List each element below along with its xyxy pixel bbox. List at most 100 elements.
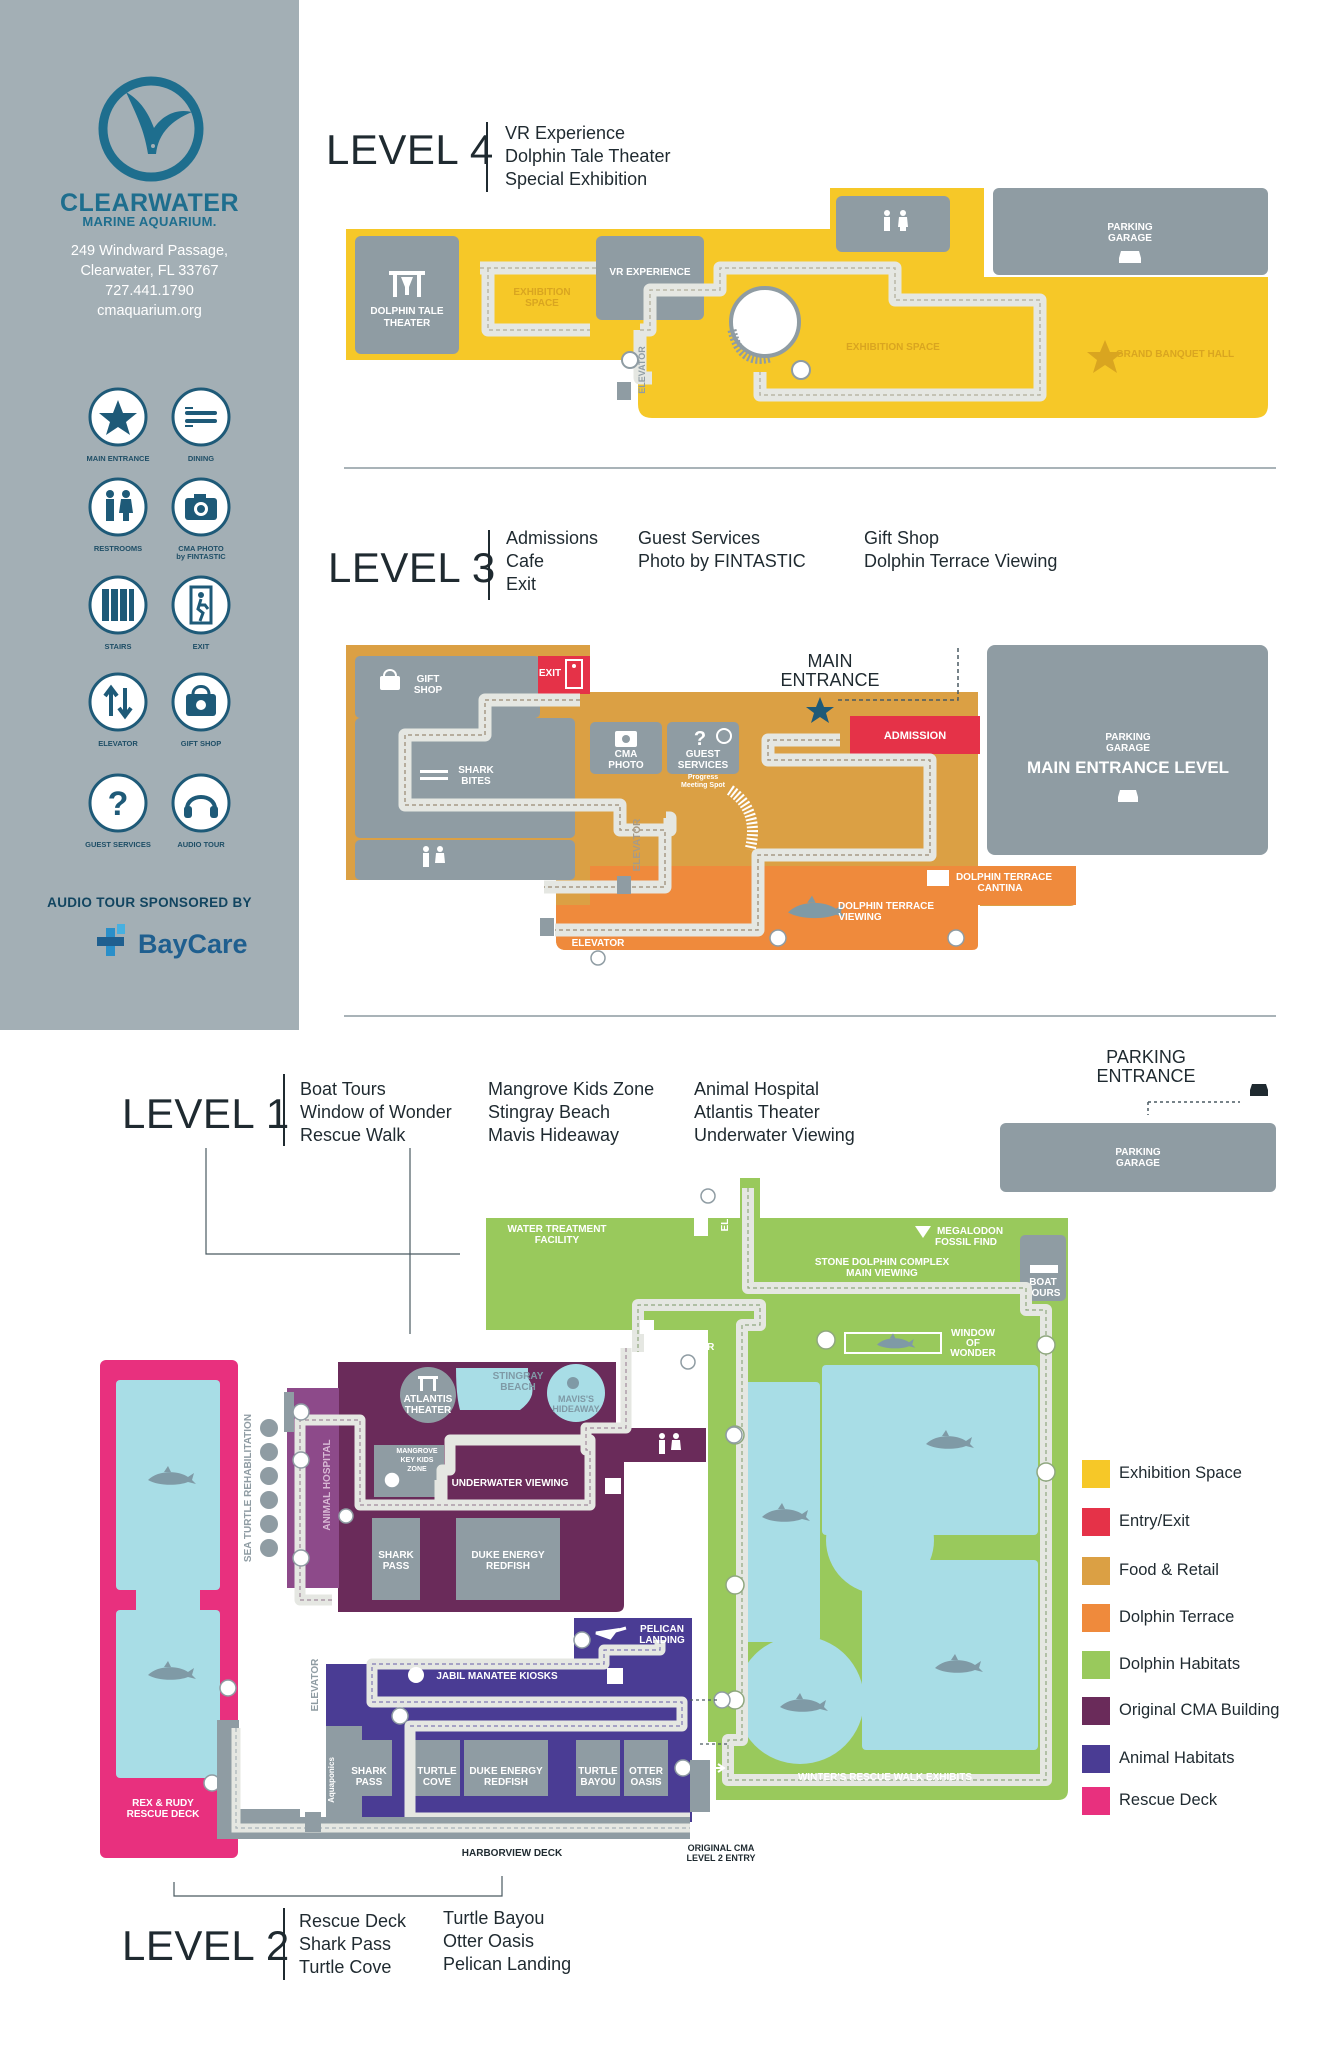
l1-mangrove-label-1: MANGROVE [396, 1448, 438, 1455]
key-label-exhibition: Exhibition Space [1119, 1464, 1242, 1482]
duke-energy-redfish[interactable] [464, 1740, 548, 1796]
l3-parking-label-2: GARAGE [1106, 743, 1150, 754]
admission-desk[interactable] [850, 716, 980, 754]
l2-jabil-label: JABIL MANATEE KIOSKS [436, 1671, 558, 1682]
l3-audio-icon [716, 728, 732, 744]
l1-mavis-label-1: MAVIS'S [558, 1394, 594, 1404]
l3-meeting-label-2: Meeting Spot [681, 782, 726, 789]
l4-banquet-star-icon [1087, 340, 1123, 373]
restroom-icon [88, 477, 148, 537]
main-entrance-level-garage[interactable] [987, 645, 1268, 855]
address-street: 249 Windward Passage, [70, 243, 229, 259]
l3-dining-icon [420, 770, 448, 780]
sponsor-name: BayCare [138, 929, 248, 959]
mavis-hideaway[interactable] [547, 1364, 605, 1422]
turtle-cove[interactable] [414, 1740, 460, 1796]
main-entrance-star-icon [806, 697, 834, 723]
gift-shop-icon [171, 672, 231, 732]
megalodon-icon [915, 1226, 931, 1238]
l1-duke-upper-label-2: REDFISH [486, 1561, 530, 1572]
stingray-beach[interactable] [456, 1368, 533, 1410]
l4-exhibition-right-label: EXHIBITION SPACE [846, 342, 940, 353]
level-3-separator [488, 530, 490, 600]
atlantis-theater[interactable] [400, 1367, 456, 1423]
l1-megalodon-label-2: FOSSIL FIND [935, 1237, 997, 1248]
l2-aquaponics-label: Aquaponics [327, 1757, 336, 1803]
vr-experience-room[interactable] [596, 236, 704, 320]
address-website[interactable]: cmaquarium.org [97, 303, 202, 319]
pelican-icon [595, 1626, 627, 1640]
l1-window-label-3: WONDER [950, 1348, 996, 1359]
l1-parking-label-2: GARAGE [1116, 1158, 1160, 1169]
parking-entrance-car-icon [1250, 1084, 1268, 1096]
turtle-bayou[interactable] [576, 1740, 620, 1796]
otter-oasis[interactable] [624, 1740, 668, 1796]
l4-exhibition-label-2: SPACE [525, 298, 559, 309]
l2-original-entry-label-2: LEVEL 2 ENTRY [686, 1853, 755, 1863]
legend-label-stairs: STAIRS [104, 642, 132, 651]
l1-restroom-icon [659, 1433, 681, 1454]
clearwater-logo-icon [98, 76, 204, 182]
l2-rescue-label-1: REX & RUDY [132, 1798, 194, 1809]
mangrove-kids-zone[interactable] [374, 1445, 444, 1497]
l3-elevator-lower-label: ELEVATOR [572, 938, 626, 949]
cma-photo-booth[interactable] [590, 722, 662, 774]
legend-label-dining: DINING [187, 454, 215, 463]
l3-cantina-label-1: DOLPHIN TERRACE [956, 872, 1052, 883]
l4-parking-label-2: GARAGE [1108, 233, 1152, 244]
key-label-entry-exit: Entry/Exit [1119, 1512, 1190, 1530]
l3-gift-label-1: GIFT [417, 674, 440, 685]
theater-icon [389, 271, 425, 297]
l2-shark-pass-label-1: SHARK [351, 1766, 387, 1777]
shark-pass-upper[interactable] [372, 1518, 420, 1600]
window-of-wonder-frame [844, 1332, 942, 1354]
l3-cma-photo-label-2: PHOTO [608, 760, 644, 771]
l3-parking-label-1: PARKING [1105, 732, 1151, 743]
l3-exit-label: EXIT [539, 668, 561, 679]
legend-label-exit: EXIT [192, 642, 210, 651]
level-4-title: LEVEL 4 [326, 126, 494, 173]
l3-shark-bites-label-2: BITES [461, 776, 491, 787]
l1-window-label-1: WINDOW [951, 1328, 995, 1339]
sidebar: CLEARWATER MARINE AQUARIUM. 249 Windward… [0, 0, 299, 1030]
legend-label-gift-shop: GIFT SHOP [180, 739, 222, 748]
shark-pass[interactable] [346, 1740, 392, 1796]
l1-parking-label-1: PARKING [1115, 1147, 1161, 1158]
elevator-icon [88, 672, 148, 732]
l2-turtle-cove-label-2: COVE [423, 1777, 452, 1788]
l4-vr-label: VR EXPERIENCE [609, 267, 690, 278]
key-swatch-rescue-deck [1082, 1787, 1110, 1815]
address-city: Clearwater, FL 33767 [80, 263, 219, 279]
level-4-map: DOLPHIN TALE THEATER EXHIBITION SPACE VR… [346, 188, 1268, 418]
l2-duke-label-2: REDFISH [484, 1777, 528, 1788]
address-phone[interactable]: 727.441.1790 [105, 283, 194, 299]
level-1-separator [283, 1074, 285, 1146]
legend-label-restrooms: RESTROOMS [93, 544, 143, 553]
duke-energy-redfish-upper[interactable] [456, 1518, 560, 1600]
l3-elevator-label: ELEVATOR [632, 818, 643, 872]
l4-theater-label-1: DOLPHIN TALE [370, 306, 443, 317]
l2-elevator-label: ELEVATOR [310, 1658, 321, 1712]
level3-restrooms[interactable] [355, 840, 575, 880]
level4-restrooms[interactable] [836, 196, 950, 252]
l1-stingray-label-1: STINGRAY [493, 1371, 544, 1382]
boat-icon [1030, 1265, 1058, 1273]
level1-parking-garage[interactable] [1000, 1123, 1276, 1192]
key-label-dolphin-habitats: Dolphin Habitats [1119, 1655, 1241, 1673]
level4-parking-garage[interactable] [993, 188, 1268, 275]
l3-gift-shop-icon [380, 669, 400, 690]
l4-elevator-label: ELEVATOR [637, 346, 647, 394]
guest-services-desk[interactable] [667, 722, 739, 774]
l1-megalodon-label-1: MEGALODON [937, 1226, 1003, 1237]
l2-harborview-label: HARBORVIEW DECK [462, 1848, 563, 1859]
divider-l4-l3 [344, 467, 1276, 469]
level-3-title: LEVEL 3 [328, 544, 496, 591]
l1-original-entry-label-2: LEVEL 1 ENTRY [520, 1342, 597, 1353]
legend-label-audio-tour: AUDIO TOUR [177, 840, 225, 849]
